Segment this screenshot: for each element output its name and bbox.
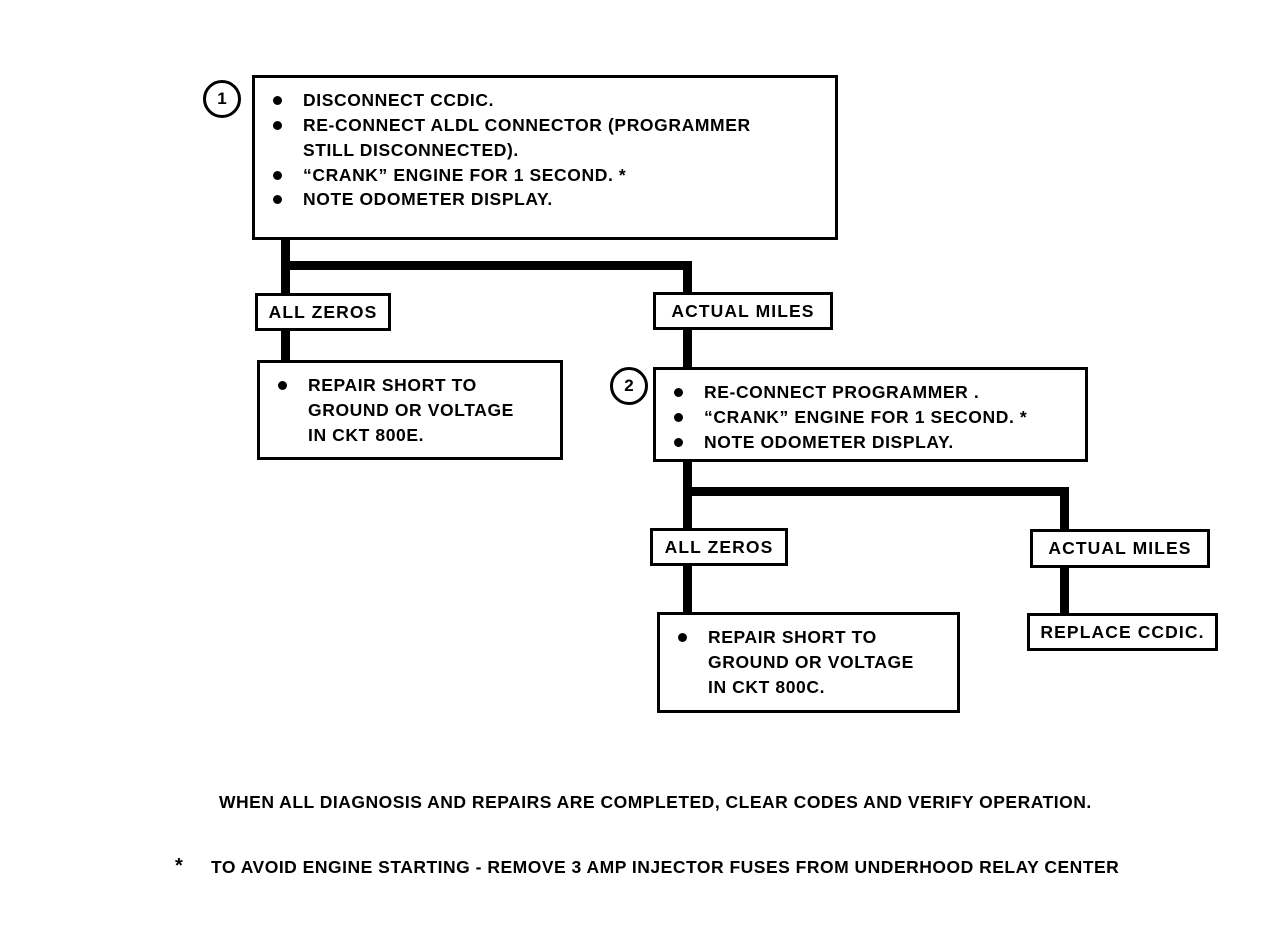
outcome-repair-800c-box: REPAIR SHORT TO GROUND OR VOLTAGE IN CKT… bbox=[657, 612, 960, 713]
bullet-dot-icon bbox=[674, 437, 683, 447]
step-number-circle-2: 2 bbox=[610, 367, 648, 405]
branch-label-text: ACTUAL MILES bbox=[1048, 538, 1192, 558]
outcome-repair-800c-line-1: REPAIR SHORT TO bbox=[708, 627, 877, 647]
branch-label-text: ALL ZEROS bbox=[268, 301, 378, 322]
bullet-dot-icon bbox=[273, 195, 282, 205]
step-1-item-3-text: “CRANK” ENGINE FOR 1 SECOND. * bbox=[303, 164, 627, 185]
footnote-marker-icon: * bbox=[175, 855, 184, 877]
outcome-repair-800c-list: REPAIR SHORT TO GROUND OR VOLTAGE IN CKT… bbox=[660, 615, 985, 708]
outcome-repair-800c-line-3: IN CKT 800C. bbox=[708, 676, 826, 697]
connector-level1-left-down bbox=[281, 261, 290, 295]
step-number-1-label: 1 bbox=[217, 89, 227, 108]
step-2-item-3-text: NOTE ODOMETER DISPLAY. bbox=[704, 431, 954, 452]
branch-label-actual-miles-level1: ACTUAL MILES bbox=[653, 292, 833, 330]
step-1-item-2-continuation: STILL DISCONNECTED). bbox=[303, 139, 519, 160]
step-number-2-label: 2 bbox=[624, 376, 634, 395]
connector-level1-right-down bbox=[683, 261, 692, 295]
connector-actual-miles-level2-down bbox=[1060, 568, 1069, 615]
bullet-dot-icon bbox=[273, 96, 282, 105]
bullet-dot-icon bbox=[674, 412, 683, 422]
bullet-dot-icon bbox=[678, 633, 687, 642]
connector-actual-miles-level1-down bbox=[683, 330, 692, 369]
list-item: “CRANK” ENGINE FOR 1 SECOND. * bbox=[269, 163, 855, 188]
list-item: RE-CONNECT ALDL CONNECTOR (PROGRAMMER ST… bbox=[269, 113, 855, 163]
connector-all-zeros-level2-down bbox=[683, 566, 692, 614]
list-item: NOTE ODOMETER DISPLAY. bbox=[670, 430, 1105, 455]
step-2-bullet-list: RE-CONNECT PROGRAMMER . “CRANK” ENGINE F… bbox=[656, 370, 1113, 463]
footnote: * TO AVOID ENGINE STARTING - REMOVE 3 AM… bbox=[175, 855, 1120, 878]
step-number-circle-1: 1 bbox=[203, 80, 241, 118]
completion-note: WHEN ALL DIAGNOSIS AND REPAIRS ARE COMPL… bbox=[219, 792, 1092, 813]
step-2-item-2-text: “CRANK” ENGINE FOR 1 SECOND. * bbox=[704, 406, 1028, 427]
connector-level2-left-down bbox=[683, 487, 692, 530]
branch-label-text: ACTUAL MILES bbox=[671, 300, 815, 321]
list-item: REPAIR SHORT TO GROUND OR VOLTAGE IN CKT… bbox=[674, 625, 977, 700]
outcome-repair-800e-line-3: IN CKT 800E. bbox=[308, 424, 425, 445]
connector-all-zeros-level1-down bbox=[281, 331, 290, 362]
step-2-box: RE-CONNECT PROGRAMMER . “CRANK” ENGINE F… bbox=[653, 367, 1088, 462]
branch-label-actual-miles-level2: ACTUAL MILES bbox=[1030, 529, 1210, 568]
connector-step2-down bbox=[683, 462, 692, 492]
outcome-replace-ccdic-box: REPLACE CCDIC. bbox=[1027, 613, 1218, 651]
outcome-repair-800e-line-2: GROUND OR VOLTAGE bbox=[308, 399, 514, 420]
list-item: NOTE ODOMETER DISPLAY. bbox=[269, 187, 855, 212]
step-2-item-1-text: RE-CONNECT PROGRAMMER . bbox=[704, 382, 980, 402]
step-1-box: DISCONNECT CCDIC. RE-CONNECT ALDL CONNEC… bbox=[252, 75, 838, 240]
step-1-item-1-text: DISCONNECT CCDIC. bbox=[303, 90, 495, 110]
list-item: REPAIR SHORT TO GROUND OR VOLTAGE IN CKT… bbox=[274, 373, 580, 448]
step-1-bullet-list: DISCONNECT CCDIC. RE-CONNECT ALDL CONNEC… bbox=[255, 78, 863, 220]
branch-label-all-zeros-level2: ALL ZEROS bbox=[650, 528, 788, 566]
bullet-dot-icon bbox=[674, 388, 683, 397]
list-item: RE-CONNECT PROGRAMMER . bbox=[670, 380, 1105, 405]
outcome-repair-800e-box: REPAIR SHORT TO GROUND OR VOLTAGE IN CKT… bbox=[257, 360, 563, 460]
connector-level2-right-down bbox=[1060, 487, 1069, 530]
connector-level2-horizontal bbox=[683, 487, 1069, 496]
bullet-dot-icon bbox=[273, 170, 282, 180]
branch-label-text: ALL ZEROS bbox=[664, 536, 774, 557]
outcome-repair-800e-line-1: REPAIR SHORT TO bbox=[308, 375, 477, 395]
completion-note-text: WHEN ALL DIAGNOSIS AND REPAIRS ARE COMPL… bbox=[219, 792, 1092, 812]
footnote-text: TO AVOID ENGINE STARTING - REMOVE 3 AMP … bbox=[211, 857, 1120, 877]
bullet-dot-icon bbox=[278, 381, 287, 390]
connector-step1-down bbox=[281, 240, 290, 270]
branch-label-all-zeros-level1: ALL ZEROS bbox=[255, 293, 391, 331]
outcome-replace-ccdic-text: REPLACE CCDIC. bbox=[1040, 621, 1205, 642]
connector-level1-horizontal bbox=[281, 261, 692, 270]
bullet-dot-icon bbox=[273, 120, 282, 130]
outcome-repair-800c-line-2: GROUND OR VOLTAGE bbox=[708, 651, 914, 672]
list-item: “CRANK” ENGINE FOR 1 SECOND. * bbox=[670, 405, 1105, 430]
outcome-repair-800e-list: REPAIR SHORT TO GROUND OR VOLTAGE IN CKT… bbox=[260, 363, 588, 456]
step-1-item-2-text: RE-CONNECT ALDL CONNECTOR (PROGRAMMER bbox=[303, 114, 751, 135]
step-1-item-4-text: NOTE ODOMETER DISPLAY. bbox=[303, 189, 553, 210]
list-item: DISCONNECT CCDIC. bbox=[269, 88, 855, 113]
